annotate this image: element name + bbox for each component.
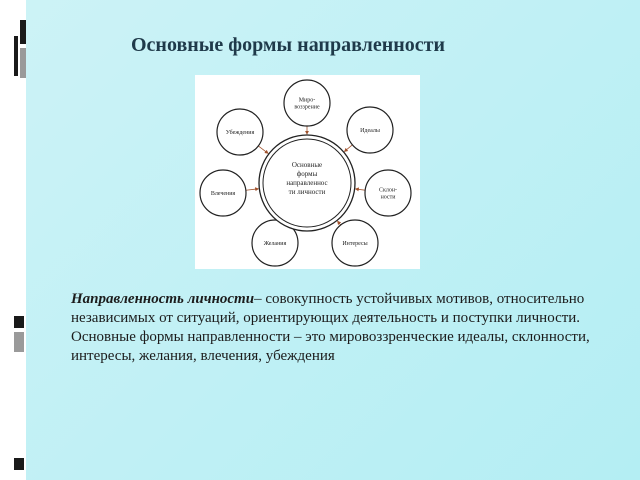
node-circle: Убеждения: [216, 108, 264, 156]
decor-bar: [14, 316, 24, 328]
left-margin-strip: [0, 0, 26, 480]
body-text: Направленность личности– совокупность ус…: [71, 290, 611, 366]
center-label-line: Основные: [292, 161, 322, 169]
forms-paragraph: Основные формы направленности – это миро…: [71, 329, 590, 364]
node-circle: Интересы: [331, 219, 379, 267]
node-label: воззрение: [294, 105, 320, 111]
term: Направленность личности: [71, 291, 255, 307]
definition: – совокупность устойчивых мотивов, относ…: [71, 291, 585, 326]
connector-arrow: [245, 187, 260, 192]
center-label-line: направленнос: [286, 179, 327, 187]
node-circle: Желания: [251, 219, 299, 267]
node-label: ности: [381, 195, 397, 201]
node-label: Склон-: [379, 188, 397, 194]
node-label: Желания: [264, 241, 287, 247]
node-circle: Идеалы: [346, 106, 394, 154]
node-circle: Миро-воззрение: [283, 79, 331, 127]
decor-bar: [14, 458, 24, 470]
connector-arrow: [337, 220, 342, 226]
arrows-layer: [245, 126, 366, 227]
node-label: Интересы: [342, 241, 367, 247]
node-label: Миро-: [299, 98, 316, 104]
decor-bar: [20, 48, 26, 78]
center-label-line: формы: [297, 170, 318, 178]
connector-arrow: [354, 187, 366, 192]
connector-arrow: [343, 144, 353, 152]
decor-bar: [14, 332, 24, 352]
slide-title: Основные формы направленности: [131, 34, 445, 56]
center-label-line: ти личности: [289, 188, 326, 196]
node-label: Влечения: [211, 191, 236, 197]
definition-paragraph: Направленность личности– совокупность ус…: [71, 290, 611, 328]
decor-bar: [14, 36, 18, 76]
center-node: Основные формы направленнос ти личности: [258, 134, 356, 232]
decor-bar: [20, 20, 26, 44]
connector-arrow: [258, 145, 269, 154]
node-label: Идеалы: [360, 128, 380, 134]
node-circle: Влечения: [199, 169, 247, 217]
node-circle: Склон-ности: [364, 169, 412, 217]
node-label: Убеждения: [226, 129, 255, 136]
